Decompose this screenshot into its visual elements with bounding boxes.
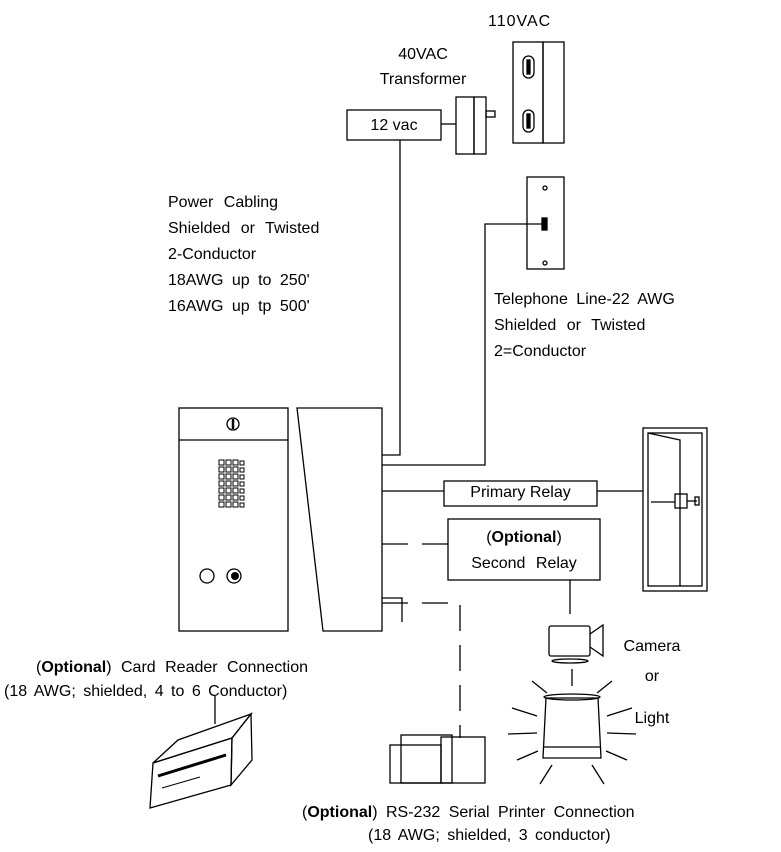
transformer-label-line2: Transformer xyxy=(379,71,467,88)
power-cabling-line2: Shielded or Twisted xyxy=(168,220,320,237)
camera-icon xyxy=(548,623,604,664)
printer-spec: (18 AWG; shielded, 3 conductor) xyxy=(368,827,611,844)
optional-wires xyxy=(382,543,461,738)
power-cabling-line1: Power Cabling xyxy=(168,194,279,211)
power-wire xyxy=(382,140,401,456)
wires xyxy=(382,140,643,622)
telephone-wire xyxy=(382,223,542,466)
card-reader-spec: (18 AWG; shielded, 4 to 6 Conductor) xyxy=(4,683,288,700)
second-relay-label: Second Relay xyxy=(471,555,577,572)
primary-relay-label: Primary Relay xyxy=(470,484,571,501)
card-reader-label: (Optional) Card Reader Connection xyxy=(36,659,308,676)
transformer-box-label: 12 vac xyxy=(370,117,418,134)
transformer-label-line1: 40VAC xyxy=(398,46,448,63)
or-label: or xyxy=(644,668,660,685)
printer-icon xyxy=(389,734,486,784)
card-reader-icon xyxy=(149,696,253,809)
wall-outlet-icon xyxy=(512,41,565,144)
camera-label: Camera xyxy=(623,638,681,655)
power-cabling-line4: 18AWG up to 250' xyxy=(168,272,310,289)
card-reader-wire xyxy=(382,597,403,622)
transformer-icon xyxy=(441,96,496,155)
entry-panel-icon xyxy=(178,407,383,632)
second-relay-box xyxy=(447,518,601,581)
light-label: Light xyxy=(634,710,670,727)
telephone-line2: Shielded or Twisted xyxy=(494,317,646,334)
telephone-line1: Telephone Line-22 AWG xyxy=(494,291,675,308)
transformer-box xyxy=(346,109,442,141)
telephone-jack-icon xyxy=(526,176,565,270)
second-relay-optional: (Optional) xyxy=(486,529,562,546)
printer-label: (Optional) RS-232 Serial Printer Connect… xyxy=(302,804,635,821)
power-cabling-line3: 2-Conductor xyxy=(168,246,257,263)
power-cabling-line5: 16AWG up tp 500' xyxy=(168,298,310,315)
telephone-line3: 2=Conductor xyxy=(494,343,587,360)
keypad-icon xyxy=(218,459,245,508)
power-source-label: 110VAC xyxy=(488,13,552,30)
light-icon xyxy=(507,669,637,785)
door-icon xyxy=(642,427,708,592)
primary-relay-box xyxy=(443,480,598,507)
